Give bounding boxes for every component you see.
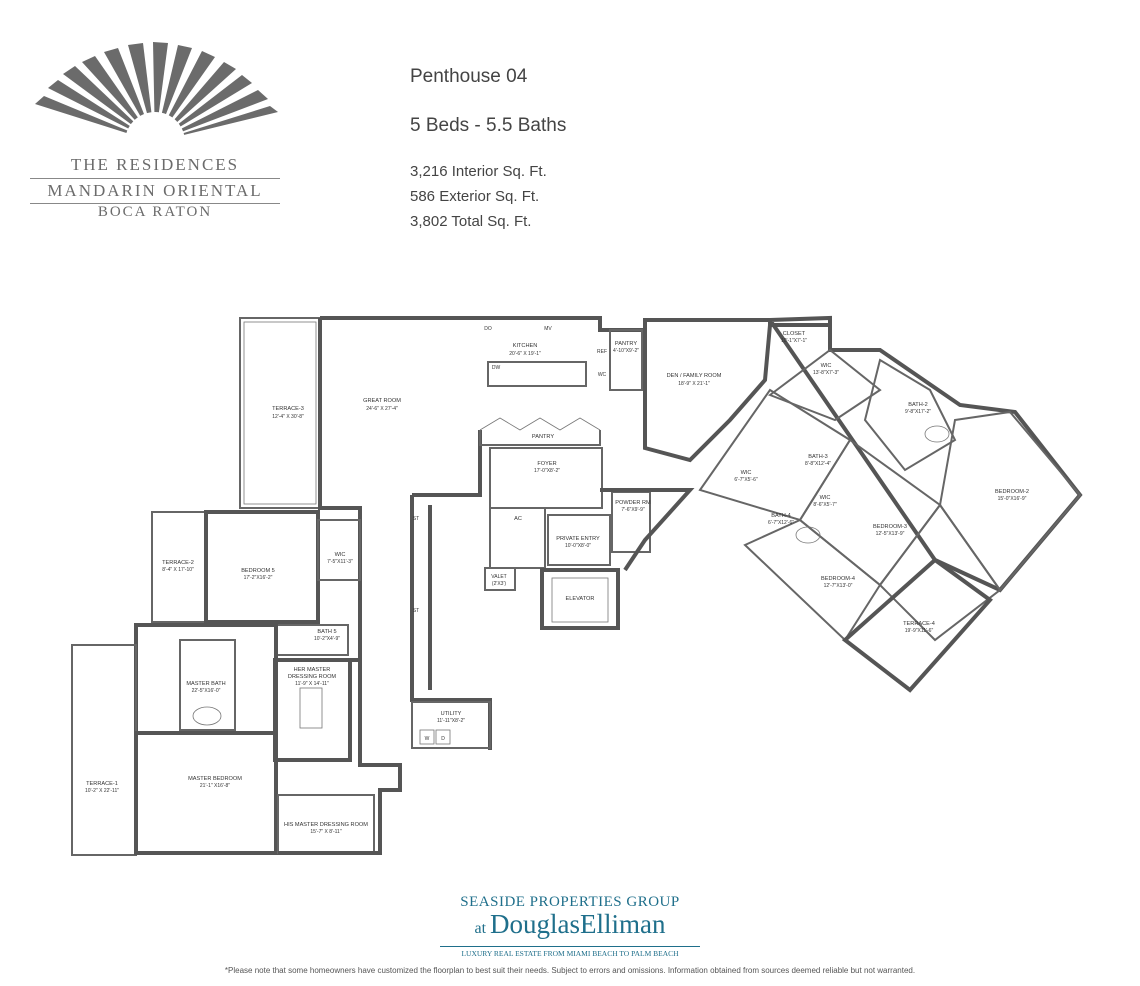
label-wc: WC [598,372,607,378]
dim-utility: 11'-11"X8'-2" [437,718,465,724]
unit-title: Penthouse 04 [410,66,528,87]
label-bedroom4: BEDROOM-4 [821,576,855,582]
label-ref: REF [597,349,607,355]
brand-tagline: LUXURY REAL ESTATE FROM MIAMI BEACH TO P… [440,946,700,958]
label-ac: AC [514,516,522,522]
dim-bath2: 9'-8"X17'-2" [905,409,931,415]
logo-line-mandarin: MANDARIN ORIENTAL [30,178,280,204]
dim-wic4: 8'-6"X5'-7" [813,502,836,508]
dim-powder: 7'-6"X9'-9" [621,507,644,513]
dim-entry: 10'-0"X8'-0" [565,543,591,549]
dim-master-bath: 22'-5"X16'-0" [192,688,221,694]
label-mv: MV [544,326,552,332]
label-pantry1: PANTRY [615,341,637,347]
dim-foyer: 17'-0"X8'-2" [534,468,560,474]
label-terrace3: TERRACE-3 [272,406,304,412]
label-washer: W [425,736,430,742]
west-wing [71,510,402,856]
label-pantry2: PANTRY [532,434,554,440]
dim-den: 18'-9" X 21'-1" [678,381,710,387]
room-labels: TERRACE-3 12'-4" X 30'-8" GREAT ROOM 24'… [85,326,1029,835]
dim-kitchen: 20'-6" X 19'-1" [509,351,541,357]
brand-douglas-elliman: at DouglasElliman [440,909,700,940]
dim-master-bed: 21'-1" X16'-8" [200,783,230,789]
label-powder: POWDER RM [615,500,651,506]
dim-pantry1: 4'-10"X9'-2" [613,348,639,354]
label-dryer: D [441,736,445,742]
label-bath5: BATH 5 [317,629,336,635]
fan-logo-icon [35,42,278,142]
dim-wic3: 6'-7"X5'-6" [734,477,757,483]
label-wic4: WIC [820,495,831,501]
label-his-dressing: HIS MASTER DRESSING ROOM [284,822,368,828]
label-dw: DW [492,365,501,371]
label-master-bath: MASTER BATH [186,681,225,687]
label-do: DO [484,326,492,332]
logo-line-boca: BOCA RATON [97,204,213,220]
label-great-room: GREAT ROOM [363,398,401,404]
dim-wic5: 7'-5"X11'-3" [327,559,353,565]
brand-block: SEASIDE PROPERTIES GROUP at DouglasEllim… [440,894,700,960]
label-wic5: WIC [335,552,346,558]
label-bedroom5: BEDROOM 5 [241,568,275,574]
label-entry: PRIVATE ENTRY [556,536,600,542]
label-terrace2: TERRACE-2 [162,560,194,566]
label-her-dressing: HER MASTER [294,667,331,673]
logo: THE RESIDENCES MANDARIN ORIENTAL BOCA RA… [30,40,280,230]
dim-bedroom3: 12'-5"X13'-9" [876,531,905,537]
brand-elliman: Elliman [580,909,666,939]
label-elevator: ELEVATOR [566,596,595,602]
dim-closet: 10'-1"X7'-1" [781,338,807,344]
dim-bedroom2: 15'-0"X16'-9" [998,496,1027,502]
dim-bedroom5: 17'-2"X16'-2" [244,575,273,581]
label-closet: CLOSET [783,331,806,337]
label-master-bed: MASTER BEDROOM [188,776,242,782]
brand-douglas: Douglas [490,909,581,939]
label-bath3: BATH-3 [808,454,827,460]
dim-her-dressing: 11'-9" X 14'-11" [295,681,329,687]
dim-terrace1: 10'-2" X 22'-11" [85,788,119,794]
plan-walls [239,316,832,750]
brand-seaside: SEASIDE PROPERTIES GROUP [460,894,680,910]
dim-his-dressing: 15'-7" X 8'-11" [310,829,341,835]
logo-line-residences: THE RESIDENCES [70,155,240,174]
dim-bedroom4: 12'-7"X13'-0" [824,583,853,589]
dim-bath4: 6'-7"X12'-6" [768,520,794,526]
total-sqft: 3,802 Total Sq. Ft. [410,213,532,230]
exterior-sqft: 586 Exterior Sq. Ft. [410,188,540,205]
dim-wic-top: 13'-8"X7'-3" [813,370,839,376]
label-foyer: FOYER [537,461,556,467]
disclaimer: *Please note that some homeowners have c… [224,966,916,975]
label-bedroom2: BEDROOM-2 [995,489,1029,495]
dim-valet: (2'X3') [492,581,506,587]
label-terrace4: TERRACE-4 [903,621,935,627]
label-utility: UTILITY [441,711,462,717]
label-her-dressing-2: DRESSING ROOM [288,674,337,680]
dim-terrace4: 19'-9"X11'-6" [905,628,934,634]
interior-sqft: 3,216 Interior Sq. Ft. [410,163,547,180]
label-bath2: BATH-2 [908,402,927,408]
dim-great-room: 24'-6" X 27'-4" [366,406,398,412]
label-terrace1: TERRACE-1 [86,781,118,787]
east-wing [698,315,1083,693]
dim-bath3: 8'-8"X12'-4" [805,461,831,467]
label-den: DEN / FAMILY ROOM [667,373,722,379]
brand-at: at [474,920,487,937]
label-wic3: WIC [741,470,752,476]
label-valet: VALET [491,574,506,580]
label-wic-top: WIC [821,363,832,369]
label-bedroom3: BEDROOM-3 [873,524,907,530]
dim-terrace2: 8'-4" X 17'-10" [162,567,194,573]
label-kitchen: KITCHEN [513,343,538,349]
label-bath4: BATH-4 [771,513,790,519]
dim-bath5: 10'-2"X4'-9" [314,636,340,642]
beds-baths: 5 Beds - 5.5 Baths [410,115,567,136]
label-st1: ST [413,516,419,522]
dim-terrace3: 12'-4" X 30'-8" [272,414,304,420]
label-st2: ST [413,608,419,614]
